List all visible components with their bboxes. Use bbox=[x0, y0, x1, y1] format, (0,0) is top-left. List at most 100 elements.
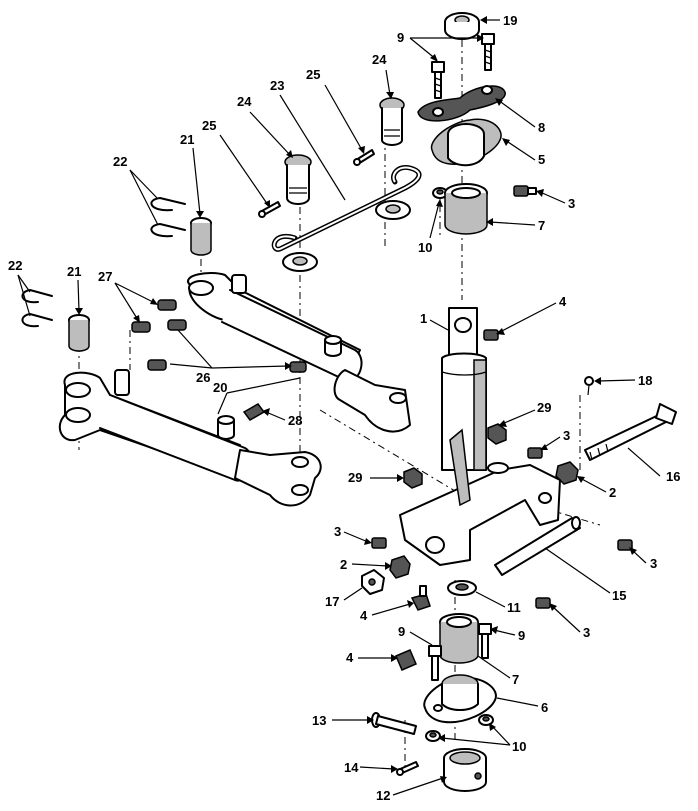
callout-29-left: 29 bbox=[348, 470, 362, 485]
center-lines bbox=[78, 40, 601, 770]
bushing-part-7-lower bbox=[439, 613, 479, 664]
callout-14: 14 bbox=[344, 760, 359, 775]
long-bolt-part-16 bbox=[584, 403, 677, 461]
hair-pin-clip-part-22-upper bbox=[150, 197, 186, 238]
callout-27: 27 bbox=[98, 269, 112, 284]
cotter-pin-part-18 bbox=[584, 376, 594, 396]
grease-fitting-part-4-lower bbox=[395, 649, 417, 671]
link-rod-part-23 bbox=[271, 164, 422, 252]
collar-part-12 bbox=[443, 748, 487, 792]
grease-fitting-part-4-mid bbox=[410, 585, 431, 611]
hydraulic-cylinder-lower bbox=[58, 369, 322, 507]
callout-4-upper: 4 bbox=[559, 294, 567, 309]
pivot-frame bbox=[399, 428, 561, 566]
callout-3-mid: 3 bbox=[563, 428, 570, 443]
callout-22-lower: 22 bbox=[8, 258, 22, 273]
bolt-part-9-lower-right bbox=[478, 623, 492, 659]
nut-part-29-right bbox=[487, 423, 507, 445]
nut-part-29-left bbox=[403, 467, 423, 489]
nut-part-2-left bbox=[389, 555, 411, 579]
grease-fitting-part-3-left bbox=[371, 537, 387, 549]
bearing-housing-part-6 bbox=[423, 674, 497, 724]
bearing-housing-part-5 bbox=[430, 118, 502, 167]
callout-15: 15 bbox=[612, 588, 626, 603]
callout-3-right: 3 bbox=[650, 556, 657, 571]
callout-11: 11 bbox=[507, 600, 521, 615]
fitting-part-27-c bbox=[167, 319, 187, 331]
callout-7-lower: 7 bbox=[512, 672, 519, 687]
callout-29-right: 29 bbox=[537, 400, 551, 415]
callout-4-lower: 4 bbox=[346, 650, 354, 665]
nut-part-2-right bbox=[555, 461, 579, 485]
callout-2-left: 2 bbox=[340, 557, 347, 572]
nut-part-10-lower-left bbox=[425, 730, 441, 742]
bushing-part-7-top bbox=[444, 183, 488, 235]
fitting-part-28 bbox=[242, 403, 266, 421]
hydraulic-cylinder-upper bbox=[187, 272, 411, 433]
callout-3-low: 3 bbox=[583, 625, 590, 640]
callout-22-upper: 22 bbox=[113, 154, 127, 169]
callout-labels: 19 9 8 5 3 7 10 24 25 23 24 25 21 22 22 … bbox=[8, 13, 680, 803]
cotter-pin-part-14 bbox=[396, 761, 419, 776]
washer-part-11 bbox=[447, 580, 477, 596]
callout-4-mid: 4 bbox=[360, 608, 368, 623]
callout-10-top: 10 bbox=[418, 240, 432, 255]
callout-5: 5 bbox=[538, 152, 545, 167]
callout-21-lower: 21 bbox=[67, 264, 81, 279]
grease-fitting-part-3-mid bbox=[527, 447, 543, 459]
callout-7-top: 7 bbox=[538, 218, 545, 233]
callout-6: 6 bbox=[541, 700, 548, 715]
sleeve-part-21-lower bbox=[68, 314, 90, 352]
grease-fitting-part-3-right bbox=[617, 539, 633, 551]
callout-18: 18 bbox=[638, 373, 652, 388]
callout-16: 16 bbox=[666, 469, 680, 484]
callout-9-lower-left: 9 bbox=[398, 624, 405, 639]
bolt-part-9-right bbox=[481, 33, 495, 71]
fitting-part-27-a bbox=[157, 299, 177, 311]
washer-part-24-left-base bbox=[282, 252, 318, 272]
callout-19: 19 bbox=[503, 13, 517, 28]
callout-17: 17 bbox=[325, 594, 339, 609]
sleeve-part-21-upper bbox=[190, 217, 212, 256]
cotter-pin-part-25-left bbox=[258, 201, 281, 218]
nut-part-10-lower-right bbox=[478, 714, 494, 726]
clevis-pin-part-13 bbox=[371, 712, 417, 735]
lock-plate-part-8 bbox=[417, 85, 506, 122]
grease-fitting-part-3-top bbox=[513, 185, 537, 197]
bolt-part-9-left bbox=[431, 61, 445, 99]
callout-24-left: 24 bbox=[237, 94, 252, 109]
leader-lines bbox=[17, 16, 661, 796]
callout-23: 23 bbox=[270, 78, 284, 93]
callout-25-right: 25 bbox=[306, 67, 320, 82]
callout-3-left: 3 bbox=[334, 524, 341, 539]
nut-part-10-top bbox=[432, 187, 448, 199]
callout-21-upper: 21 bbox=[180, 132, 194, 147]
fitting-part-26-b bbox=[289, 361, 307, 373]
hair-pin-clip-part-22-lower bbox=[21, 289, 53, 328]
grease-fitting-part-3-low bbox=[535, 597, 551, 609]
grease-fitting-part-4-upper bbox=[483, 329, 499, 341]
callout-20: 20 bbox=[213, 380, 227, 395]
callout-2-right: 2 bbox=[609, 485, 616, 500]
callout-10-lower: 10 bbox=[512, 739, 526, 754]
callout-13: 13 bbox=[312, 713, 326, 728]
bolt-part-9-lower-left bbox=[428, 645, 442, 681]
cross-shaft-part-15 bbox=[494, 516, 581, 576]
fitting-part-26-a bbox=[147, 359, 167, 371]
callout-24-right: 24 bbox=[372, 52, 387, 67]
callout-9-lower-right: 9 bbox=[518, 628, 525, 643]
nut-part-17 bbox=[361, 569, 385, 595]
callout-9-top: 9 bbox=[397, 30, 404, 45]
callout-1: 1 bbox=[420, 311, 427, 326]
pin-part-24-right bbox=[379, 97, 405, 146]
fitting-part-27-b bbox=[131, 321, 151, 333]
callout-26: 26 bbox=[196, 370, 210, 385]
callout-3-top: 3 bbox=[568, 196, 575, 211]
cotter-pin-part-25-right bbox=[353, 149, 375, 166]
washer-part-19 bbox=[444, 12, 480, 40]
callout-25-left: 25 bbox=[202, 118, 216, 133]
washer-part-24-right-base bbox=[375, 200, 411, 220]
callout-8: 8 bbox=[538, 120, 545, 135]
pin-part-24-left bbox=[284, 154, 312, 205]
